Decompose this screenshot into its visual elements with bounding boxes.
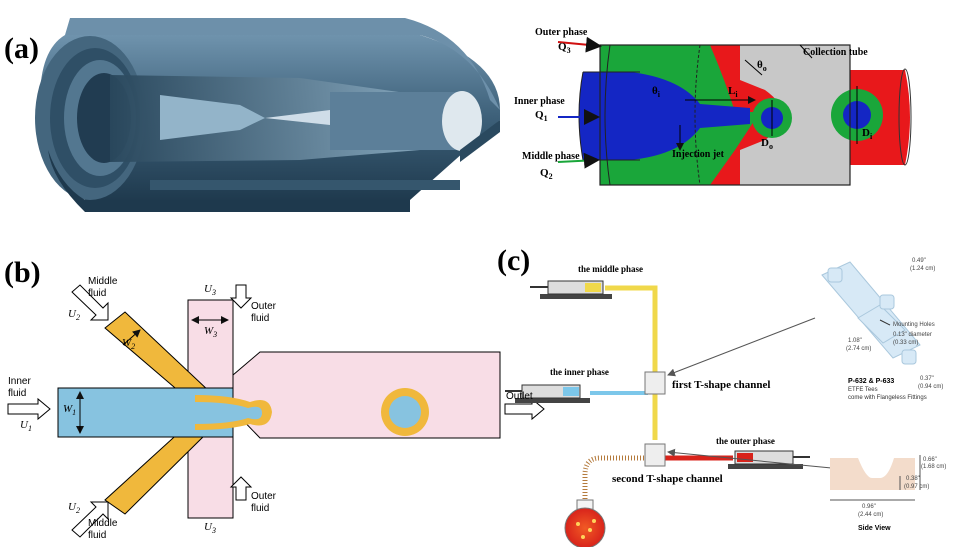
outer-phase-label: Outer phase bbox=[535, 27, 588, 38]
panel-label-c: (c) bbox=[497, 244, 531, 277]
panel-label-a: (a) bbox=[4, 32, 39, 65]
coaxial-phase-schematic bbox=[557, 36, 912, 186]
first-t-shape-label: first T-shape channel bbox=[672, 379, 771, 391]
coaxial-device-3d bbox=[35, 18, 500, 212]
second-t-shape-label: second T-shape channel bbox=[612, 473, 723, 485]
inner-phase-label: Inner phase bbox=[514, 96, 565, 107]
dim-168: (1.68 cm) bbox=[921, 464, 947, 470]
w1-label: W1 bbox=[63, 403, 77, 418]
outlet-label: Outlet bbox=[506, 391, 533, 402]
d-i-label: Di bbox=[862, 127, 873, 142]
part-number: P-632 & P-633 bbox=[848, 378, 895, 385]
u1-label: U1 bbox=[20, 419, 32, 434]
dim-037: 0.37" bbox=[920, 376, 934, 382]
dim-033: (0.33 cm) bbox=[893, 340, 919, 346]
t-junction-setup bbox=[505, 261, 921, 547]
middle-fluid-top-label: Middle fluid bbox=[88, 276, 118, 299]
dim-094: (0.94 cm) bbox=[918, 384, 944, 390]
flangeless-note: come with Flangeless Fittings bbox=[848, 395, 927, 401]
middle-phase-caption: the middle phase bbox=[578, 264, 644, 274]
mounting-holes: Mounting Holes bbox=[893, 322, 935, 328]
inner-fluid-label: Inner fluid bbox=[8, 376, 31, 399]
dim-038: 0.38" bbox=[906, 476, 920, 482]
d-o-label: Do bbox=[761, 137, 773, 152]
syringe-middle bbox=[530, 280, 612, 299]
planar-chip-diagram bbox=[7, 284, 545, 538]
q3-label: Q3 bbox=[558, 41, 571, 56]
dim-096: 0.96" bbox=[862, 504, 876, 510]
dim-049: 0.49" bbox=[912, 258, 926, 264]
etfe-tee-side-view bbox=[830, 455, 921, 501]
syringe-outer bbox=[728, 450, 810, 469]
dim-124: (1.24 cm) bbox=[910, 266, 936, 272]
outer-fluid-top-label: Outer fluid bbox=[251, 301, 277, 324]
dim-108: 1.08" bbox=[848, 338, 862, 344]
u3-bottom-label: U3 bbox=[204, 521, 216, 536]
side-view-label: Side View bbox=[858, 525, 891, 532]
collection-flask bbox=[564, 499, 606, 547]
theta-o-label: θo bbox=[757, 59, 767, 74]
etfe-tee-3d bbox=[821, 261, 921, 365]
w2-label: W2 bbox=[122, 337, 136, 352]
middle-phase-label: Middle phase bbox=[522, 151, 580, 162]
dim-013: 0.13" diameter bbox=[893, 332, 932, 338]
dim-244: (2.44 cm) bbox=[858, 512, 884, 518]
w3-label: W3 bbox=[204, 325, 218, 340]
u2-bottom-label: U2 bbox=[68, 501, 80, 516]
l-i-label: Li bbox=[728, 85, 738, 100]
syringe-inner bbox=[505, 384, 590, 403]
outer-fluid-bottom-label: Outer fluid bbox=[251, 491, 277, 514]
etfe-tees: ETFE Tees bbox=[848, 387, 878, 393]
dim-274: (2.74 cm) bbox=[846, 346, 872, 352]
injection-jet-label: Injection jet bbox=[672, 149, 724, 160]
theta-i-label: θi bbox=[652, 85, 660, 100]
panel-label-b: (b) bbox=[4, 256, 41, 289]
u2-top-label: U2 bbox=[68, 308, 80, 323]
middle-fluid-bottom-label: Middle fluid bbox=[88, 518, 118, 541]
u3-top-label: U3 bbox=[204, 283, 216, 298]
q2-label: Q2 bbox=[540, 167, 553, 182]
inner-phase-caption: the inner phase bbox=[550, 367, 609, 377]
outer-phase-caption: the outer phase bbox=[716, 436, 775, 446]
collection-tube-label: Collection tube bbox=[803, 47, 868, 58]
dim-066: 0.66" bbox=[923, 457, 937, 463]
q1-label: Q1 bbox=[535, 109, 548, 124]
dim-097: (0.97 cm) bbox=[904, 484, 930, 490]
